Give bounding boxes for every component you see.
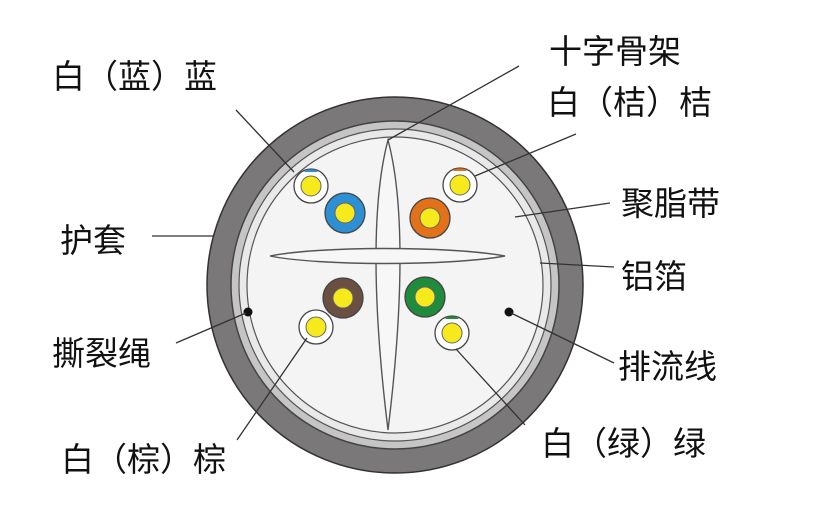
label-polyester-tape: 聚脂带 <box>621 184 720 223</box>
label-sheath: 护套 <box>60 221 126 260</box>
white-brown-conductor <box>305 316 327 338</box>
rip-cord-dot <box>243 307 253 317</box>
orange-conductor <box>419 207 441 229</box>
white-orange-conductor <box>449 174 471 196</box>
white-orange-stripe <box>453 168 467 171</box>
leader-cross-skeleton <box>387 65 520 141</box>
label-white-orange: 白（桔）桔 <box>547 83 712 122</box>
brown-conductor <box>332 287 354 309</box>
leader-polyester-tape <box>514 202 611 218</box>
green-conductor <box>414 286 436 308</box>
pair-blue <box>293 168 366 234</box>
leader-aluminum-foil <box>539 262 615 268</box>
white-green-conductor <box>441 322 463 344</box>
label-drain-wire: 排流线 <box>618 347 717 386</box>
label-rip-cord: 撕裂绳 <box>52 334 151 373</box>
label-aluminum-foil: 铝箔 <box>621 257 687 296</box>
pair-brown <box>298 277 364 345</box>
leader-drain-wire <box>510 312 615 364</box>
drain-wire-dot <box>504 307 514 317</box>
pair-green <box>404 276 470 351</box>
blue-conductor <box>334 202 356 224</box>
label-white-brown: 白（棕）棕 <box>61 440 226 479</box>
white-blue-stripe <box>304 169 318 172</box>
label-cross-skeleton: 十字骨架 <box>549 32 681 71</box>
white-blue-conductor <box>300 175 322 197</box>
pair-orange <box>409 167 478 239</box>
label-white-green: 白（绿）绿 <box>541 424 706 463</box>
leader-white-orange <box>474 133 577 177</box>
cross-skeleton-horizontal <box>269 247 506 265</box>
leader-rip-cord <box>175 312 247 344</box>
cross-skeleton-vertical <box>375 137 401 431</box>
leader-white-blue <box>235 109 295 173</box>
label-white-blue: 白（蓝）蓝 <box>52 57 217 96</box>
leader-white-green <box>455 348 526 426</box>
leader-white-brown <box>236 337 308 441</box>
white-green-stripe <box>445 316 459 319</box>
leader-lines <box>152 65 615 441</box>
